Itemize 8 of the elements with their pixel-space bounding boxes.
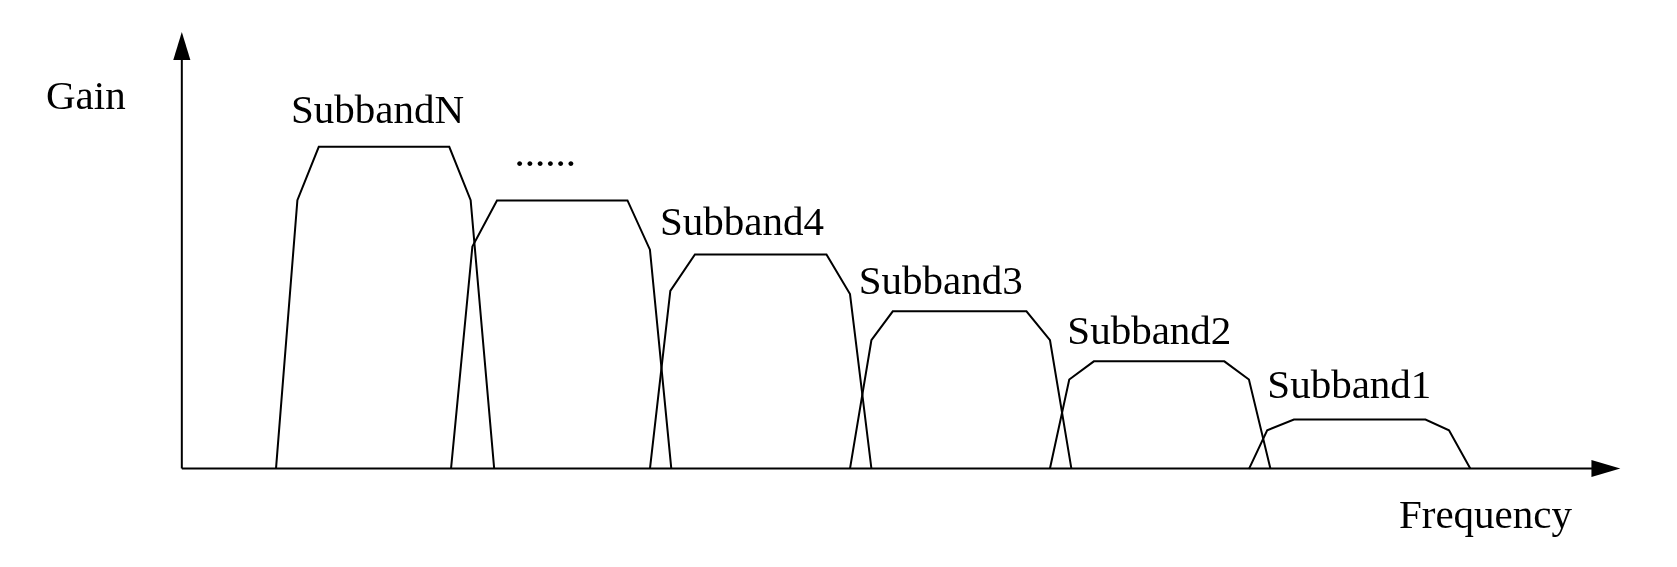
subband-label: Subband3 — [858, 259, 1023, 301]
subband-label: Subband1 — [1267, 363, 1432, 405]
axis-label: Gain — [46, 74, 126, 116]
subband-label: SubbandN — [290, 88, 464, 130]
subband-label: ...... — [514, 131, 576, 173]
axis-label: Frequency — [1398, 494, 1572, 536]
subband-label: Subband2 — [1067, 310, 1232, 352]
subband-label: Subband4 — [659, 201, 824, 243]
